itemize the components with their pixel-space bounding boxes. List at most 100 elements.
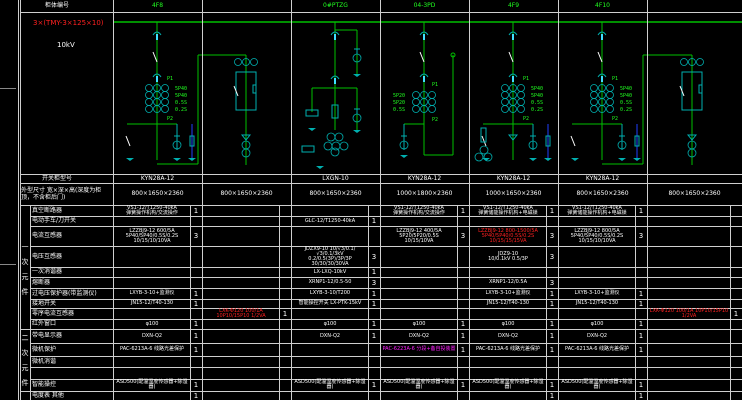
qty-cell: 3: [193, 232, 199, 240]
spec-cell: φ100: [501, 320, 515, 327]
spec-cell: [114, 367, 190, 379]
spec-cell: [292, 356, 368, 367]
spec-cell: [648, 246, 730, 267]
grid-line: [20, 183, 742, 184]
spec-cell: [648, 277, 730, 288]
ground-icon: [633, 158, 641, 161]
cabinet-model: LXGN-10: [322, 175, 349, 182]
spec-cell: [114, 267, 190, 277]
schematic-label: 0.5S: [175, 100, 187, 106]
grid-line: [30, 277, 742, 278]
qty-cell: 1: [193, 391, 199, 400]
grid-line: [20, 0, 21, 400]
qty-cell: 1: [549, 391, 555, 400]
ct-circle-icon: [606, 105, 614, 113]
spec-cell: [381, 246, 457, 267]
qty-cell: 1: [638, 299, 644, 308]
grid-line: [30, 246, 742, 247]
plug-icon: [152, 73, 162, 78]
ct-circle-icon: [590, 98, 598, 106]
spec-cell: [203, 367, 279, 379]
qty-cell: 1: [733, 309, 739, 318]
ct-circle-icon: [590, 91, 598, 99]
spec-cell: [114, 277, 190, 288]
spec-cell: JDZX9-10 10/√3/0.1/√3/0.1/3kV 0.2/0.5(3P…: [304, 245, 356, 267]
plug-icon: [156, 76, 158, 82]
plug-icon: [423, 76, 425, 82]
grid-line: [20, 12, 742, 13]
grid-line: [30, 299, 742, 300]
qty-cell: 1: [549, 289, 555, 298]
spec-cell: LXYB-3-10+监测仪: [574, 290, 620, 296]
spec-cell: DXN-Q2: [497, 332, 519, 339]
qty-cell: 1: [549, 299, 555, 308]
qty-cell: 1: [193, 206, 199, 215]
qty-cell: 1: [460, 320, 466, 328]
spec-cell: [559, 367, 635, 379]
spec-cell: [648, 226, 730, 246]
qty-cell: 1: [371, 268, 377, 276]
grid-line: [291, 0, 292, 400]
spec-cell: [648, 288, 730, 299]
plug-icon: [330, 31, 340, 36]
ct-circle-icon: [517, 91, 525, 99]
plug-icon: [419, 73, 429, 78]
pt-winding-icon: [483, 152, 493, 162]
switch-icon: [152, 51, 158, 63]
spec-cell: [470, 216, 546, 226]
ct-circle-icon: [161, 91, 169, 99]
qty-cell: 1: [193, 299, 199, 308]
grid-line: [30, 343, 742, 344]
qty-cell: 3: [371, 252, 377, 261]
spec-cell: DXN-Q2: [141, 332, 163, 339]
ct-circle-icon: [688, 58, 696, 66]
component-name: 熔断器: [32, 278, 51, 286]
plug-icon: [334, 78, 336, 84]
spec-cell: [114, 246, 190, 267]
grid-line: [647, 0, 648, 400]
spec-cell: XRNP1-12/0.5-50: [308, 279, 352, 285]
spec-cell: [648, 299, 730, 308]
cabinet-model: KYN28A-12: [140, 175, 175, 182]
qty-cell: 1: [638, 206, 644, 215]
pt-winding-icon: [474, 152, 484, 162]
ct-circle-icon: [412, 98, 420, 106]
spec-cell: [381, 391, 457, 400]
spec-cell: LZZBJ9-12 400/5A 5P20/5P20/0.5S 10/15/10…: [396, 227, 442, 244]
cabinet-size: 1000×1800×2360: [396, 190, 453, 197]
spec-cell: [470, 367, 546, 379]
qty-cell: 1: [193, 345, 199, 354]
spec-cell: PAC-6223A-6 分段+备自投装置: [382, 346, 456, 352]
size-row-label: 外型尺寸 宽×深×高(深度为柜顶，不含柜后门): [21, 187, 102, 201]
spec-cell: [648, 319, 730, 329]
qty-cell: 1: [638, 345, 644, 354]
spec-cell: [470, 267, 546, 277]
spec-cell: [381, 267, 457, 277]
spec-cell: DXN-Q2: [319, 332, 341, 339]
component-name: 零序电流互感器: [32, 309, 75, 317]
ct-circle-icon: [501, 98, 509, 106]
switch-icon: [679, 85, 685, 97]
spec-cell: ASD500(配温湿度传感器+除湿器): [561, 379, 633, 390]
frame-tick: [0, 264, 16, 265]
schematic-label: 5P40: [620, 93, 632, 99]
ct-circle-icon: [412, 91, 420, 99]
ground-icon: [126, 158, 134, 161]
spec-cell: [203, 356, 279, 367]
spec-cell: [470, 356, 546, 367]
cabinet-size: 800×1650×2360: [131, 190, 184, 197]
plug-icon: [508, 31, 518, 36]
cabinet-size: 800×1650×2360: [309, 190, 362, 197]
grid-line: [20, 391, 30, 392]
pt-winding-icon: [479, 145, 489, 155]
cabinet-id: 0#PTZG: [323, 2, 348, 9]
spec-cell: [292, 308, 368, 319]
schematic-label: 5P40: [620, 86, 632, 92]
ground-icon: [173, 158, 181, 161]
spec-cell: [648, 343, 730, 356]
qty-cell: 1: [460, 206, 466, 215]
cabinet-id: 4F8: [151, 2, 164, 9]
cabinet-id: 4F9: [507, 2, 520, 9]
spec-cell: ASD500(配温湿度传感器+除湿器): [116, 379, 188, 390]
fuse-icon: [634, 135, 640, 147]
